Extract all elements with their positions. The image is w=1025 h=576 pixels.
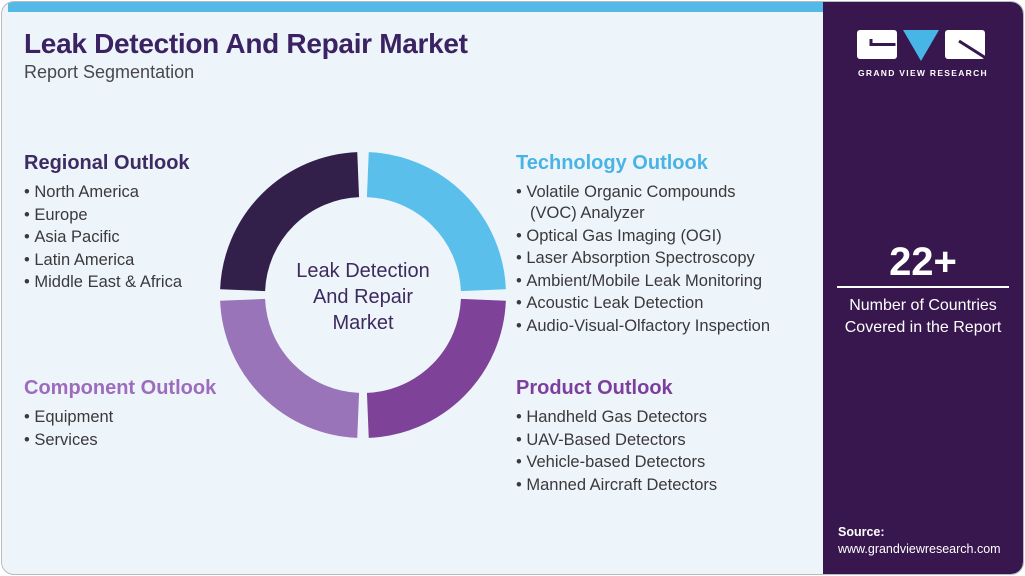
section-heading: Technology Outlook <box>516 152 708 174</box>
section-component-outlook: Component Outlook EquipmentServices <box>24 376 234 452</box>
list-item: Volatile Organic Compounds (VOC) Analyze… <box>516 182 780 224</box>
gvr-logo: GRAND VIEW RESEARCH <box>823 28 1023 78</box>
gvr-logo-v-icon <box>903 30 939 61</box>
page-title: Leak Detection And Repair Market <box>24 28 468 59</box>
donut-segment-regional-outlook <box>220 152 360 292</box>
section-product-outlook: Product Outlook Handheld Gas DetectorsUA… <box>516 376 806 497</box>
list-item: Acoustic Leak Detection <box>516 293 780 314</box>
donut-center-label: Leak Detection And Repair Market <box>296 260 430 334</box>
sidebar: GRAND VIEW RESEARCH 22+ Number of Countr… <box>823 2 1023 574</box>
donut-segment-component-outlook <box>220 298 360 438</box>
source-url: www.grandviewresearch.com <box>838 542 1001 556</box>
gvr-logo-r-leg <box>958 39 989 62</box>
regional-list: North AmericaEuropeAsia PacificLatin Ame… <box>24 182 234 293</box>
donut-chart: Leak Detection And Repair Market <box>219 151 507 439</box>
list-item: Asia Pacific <box>24 227 234 248</box>
donut-segment-technology-outlook <box>366 152 506 292</box>
gvr-logo-mark <box>857 30 989 62</box>
list-item: Audio-Visual-Olfactory Inspection <box>516 316 780 337</box>
section-heading: Component Outlook <box>24 377 217 399</box>
list-item: Ambient/Mobile Leak Monitoring <box>516 271 780 292</box>
list-item: Europe <box>24 205 234 226</box>
countries-stat: 22+ Number of Countries Covered in the R… <box>823 240 1023 339</box>
donut-segment-product-outlook <box>366 298 506 438</box>
top-accent-bar <box>8 2 1023 12</box>
technology-list: Volatile Organic Compounds (VOC) Analyze… <box>516 182 780 337</box>
section-technology-outlook: Technology Outlook Volatile Organic Comp… <box>516 151 780 338</box>
donut-svg <box>220 152 506 438</box>
list-item: Services <box>24 430 234 451</box>
list-item: Manned Aircraft Detectors <box>516 475 806 496</box>
stat-label: Number of Countries Covered in the Repor… <box>844 297 1002 336</box>
section-heading: Product Outlook <box>516 377 673 399</box>
source-label: Source: <box>838 525 885 539</box>
stat-divider <box>837 286 1009 288</box>
section-regional-outlook: Regional Outlook North AmericaEuropeAsia… <box>24 151 234 295</box>
component-list: EquipmentServices <box>24 407 234 451</box>
section-heading: Regional Outlook <box>24 152 190 174</box>
list-item: North America <box>24 182 234 203</box>
page-subtitle: Report Segmentation <box>24 62 195 82</box>
list-item: Laser Absorption Spectroscopy <box>516 248 780 269</box>
list-item: Middle East & Africa <box>24 272 234 293</box>
list-item: Handheld Gas Detectors <box>516 407 806 428</box>
list-item: Equipment <box>24 407 234 428</box>
stat-value: 22+ <box>889 240 957 284</box>
product-list: Handheld Gas DetectorsUAV-Based Detector… <box>516 407 806 496</box>
source-block: Source: www.grandviewresearch.com <box>838 524 1001 558</box>
list-item: Optical Gas Imaging (OGI) <box>516 226 780 247</box>
list-item: Latin America <box>24 250 234 271</box>
gvr-logo-wordmark: GRAND VIEW RESEARCH <box>857 68 988 78</box>
list-item: UAV-Based Detectors <box>516 430 806 451</box>
gvr-logo-g-notch <box>869 39 896 46</box>
list-item: Vehicle-based Detectors <box>516 452 806 473</box>
